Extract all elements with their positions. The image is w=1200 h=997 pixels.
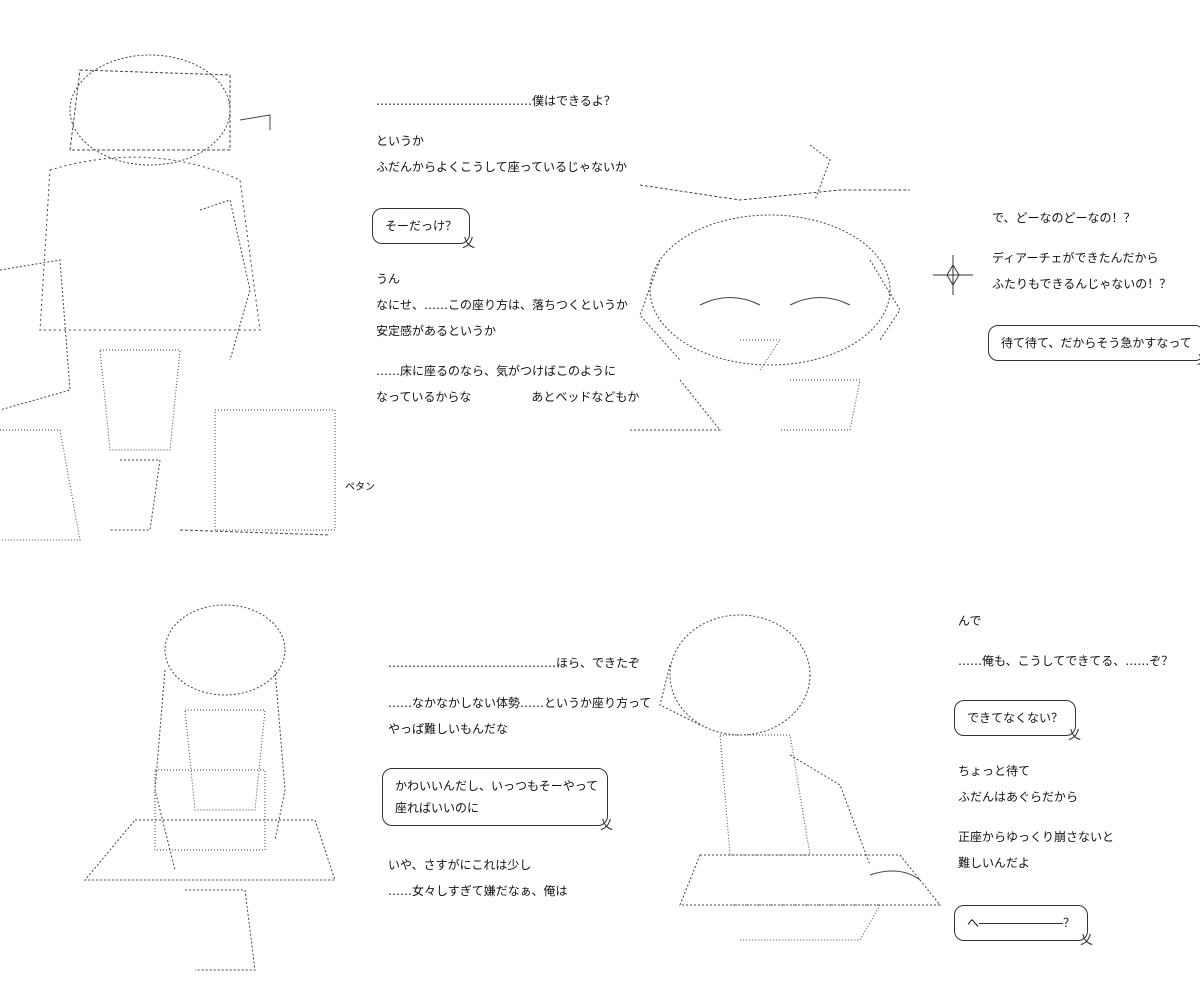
panel1-narration: …………………………………僕はできるよ？ というか ふだんからよくこうして座って… bbox=[376, 88, 627, 180]
text-line: というか bbox=[376, 134, 425, 148]
ascii-art-figure-seated bbox=[0, 30, 360, 550]
text-line: うん bbox=[376, 272, 401, 286]
ascii-art-character-excited bbox=[620, 140, 920, 435]
text-line: ……………………………………ほら、できたぞ bbox=[388, 656, 641, 670]
text-line: やっぱ難しいもんだな bbox=[388, 722, 509, 736]
text-line: 安定感があるというか bbox=[376, 324, 497, 338]
text-line: ……なかなかしない体勢……というか座り方って bbox=[388, 696, 652, 710]
panel3-narration-2: いや、さすがにこれは少し ……女々しすぎて嫌だなぁ、俺は bbox=[388, 852, 568, 904]
text-line: ……床に座るのなら、気がつけばこのように bbox=[376, 364, 617, 378]
panel2-narration: で、どーなのどーなの！？ ディアーチェができたんだから ふたりもできるんじゃない… bbox=[992, 205, 1171, 297]
speech-bubble-large: かわいいんだし、いっつもそーやって 座ればいいのに bbox=[382, 768, 613, 837]
text-line: ふだんはあぐらだから bbox=[958, 790, 1079, 804]
text-line: 難しいんだよ bbox=[958, 856, 1031, 870]
sparkle-icon bbox=[933, 255, 973, 295]
text-line: ちょっと待て bbox=[958, 764, 1031, 778]
bubble-line: 座ればいいのに bbox=[395, 801, 480, 815]
panel3-narration: ……………………………………ほら、できたぞ ……なかなかしない体勢……というか座… bbox=[388, 650, 651, 742]
ascii-art-girl-seated bbox=[75, 590, 345, 980]
text-line: で、どーなのどーなの！？ bbox=[992, 211, 1136, 225]
speech-bubble: そーだっけ？ bbox=[372, 208, 475, 255]
ascii-art-figure-kneeling bbox=[640, 605, 945, 945]
text-line: ディアーチェができたんだから bbox=[992, 251, 1159, 265]
panel4-narration: んで ……俺も、こうしてできてる、……ぞ？ bbox=[958, 608, 1173, 674]
bubble-line: かわいいんだし、いっつもそーやって bbox=[395, 779, 599, 793]
text-line: ふたりもできるんじゃないの！？ bbox=[992, 277, 1172, 291]
panel1-narration-2: うん なにせ、……この座り方は、落ちつくというか 安定感があるというか ……床に… bbox=[376, 266, 639, 410]
text-line: いや、さすがにこれは少し bbox=[388, 858, 532, 872]
text-line: んで bbox=[958, 614, 982, 628]
text-line: ふだんからよくこうして座っているじゃないか bbox=[376, 160, 628, 174]
text-line: …………………………………僕はできるよ？ bbox=[376, 94, 616, 108]
text-line: ……俺も、こうしてできてる、……ぞ？ bbox=[958, 654, 1174, 668]
speech-bubble: へ―――――――？ bbox=[954, 905, 1093, 952]
text-line: なにせ、……この座り方は、落ちつくというか bbox=[376, 298, 629, 312]
panel4-narration-2: ちょっと待て ふだんはあぐらだから 正座からゆっくり崩さないと 難しいんだよ bbox=[958, 758, 1114, 876]
sound-effect-text: ペタン bbox=[345, 482, 375, 493]
speech-bubble: 待て待て、だからそう急かすなって bbox=[988, 325, 1200, 372]
text-line: なっているからな あとベッドなどもか bbox=[376, 390, 640, 404]
text-line: ……女々しすぎて嫌だなぁ、俺は bbox=[388, 884, 568, 898]
text-line: 正座からゆっくり崩さないと bbox=[958, 830, 1115, 844]
speech-bubble: できてなくない？ bbox=[954, 700, 1081, 747]
